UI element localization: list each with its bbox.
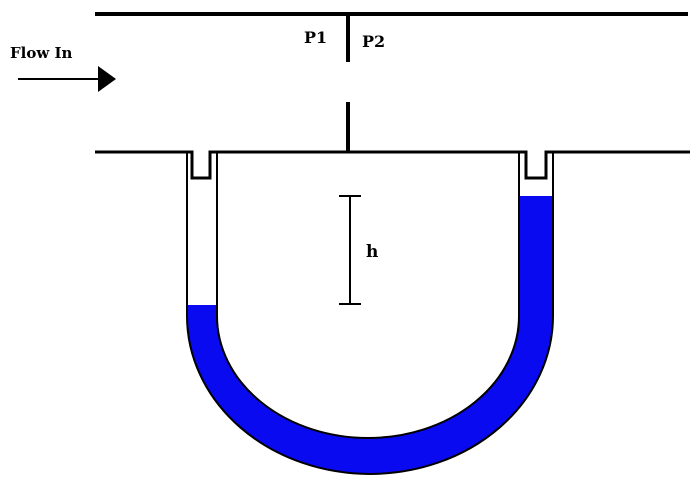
manometer-fluid: [187, 196, 553, 474]
flow-arrow-icon: [18, 66, 116, 92]
height-marker: [339, 195, 361, 305]
manometer-tube-inner: [216, 152, 520, 439]
pipe-bottom-wall: [95, 150, 690, 180]
p2-label: P2: [362, 32, 385, 51]
p1-label: P1: [304, 28, 327, 47]
flow-in-label: Flow In: [10, 44, 73, 62]
manometer-tube-outer: [186, 152, 554, 475]
h-label: h: [366, 242, 378, 262]
